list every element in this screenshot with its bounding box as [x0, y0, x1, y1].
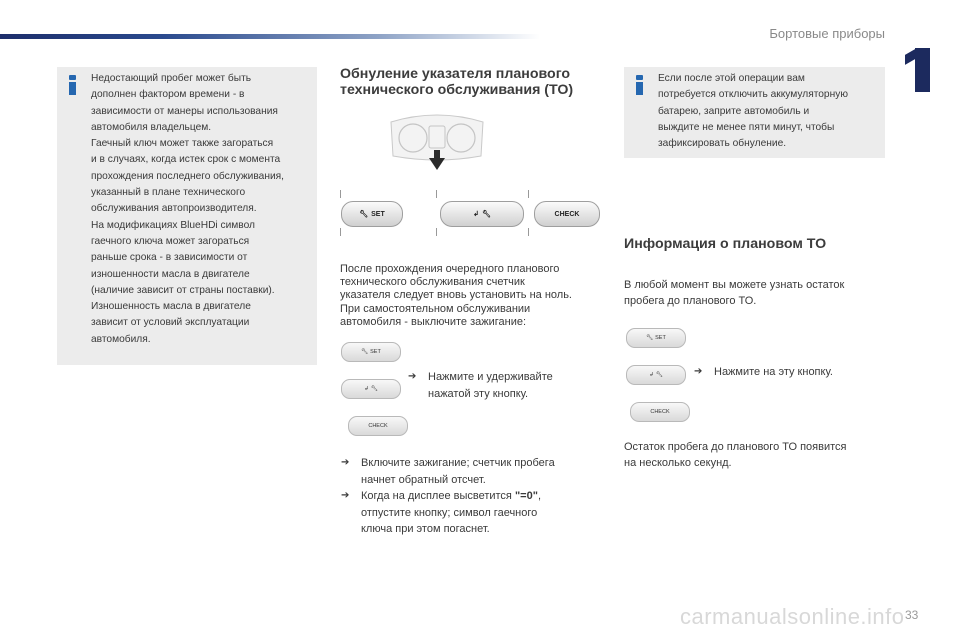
intro-line: При самостоятельном обслуживании: [340, 302, 531, 315]
page-number: 33: [905, 608, 919, 622]
note-line: обслуживания автопроизводителя.: [91, 203, 257, 215]
note-line: автомобиля владельцем.: [91, 121, 212, 133]
note-line: Недостающий пробег может быть: [91, 73, 252, 84]
return-arrow-icon: ↲: [364, 386, 369, 392]
step-text: Когда на дисплее высветится: [361, 490, 515, 502]
intro-line: пробега до планового ТО.: [624, 295, 757, 307]
step-line: ключа при этом погаснет.: [361, 523, 490, 535]
note-line: Если после этой операции вам: [658, 73, 805, 84]
reset-section-title: Обнуление указателя планового техническо…: [340, 66, 610, 98]
footer-watermark: carmanualsonline.info: [680, 604, 905, 629]
step-text: ,: [537, 490, 541, 502]
note-right-text: Если после этой операции вам потребуется…: [658, 71, 880, 152]
note-line: Изношенность масла в двигателе: [91, 301, 251, 313]
note-line: Гаечный ключ может также загораться: [91, 138, 274, 150]
button-label: CHECK: [554, 210, 580, 218]
note-left-text: Недостающий пробег может быть дополнен ф…: [91, 71, 313, 348]
step-line: Когда на дисплее высветится "=0",: [361, 488, 631, 505]
result-line: на несколько секунд.: [624, 457, 732, 469]
return-arrow-icon: ↲: [473, 211, 479, 218]
intro-line: автомобиля - выключите зажигание:: [340, 315, 527, 328]
info-step-1: ➔ Нажмите на эту кнопку.: [694, 364, 904, 381]
button-label: CHECK: [650, 409, 670, 415]
step-line: отпустите кнопку; символ гаечного: [361, 506, 538, 519]
note-line: и в случаях, когда истек срок с момента: [91, 154, 281, 166]
info-intro: В любой момент вы можете узнать остаток …: [624, 277, 886, 309]
wrench-icon: 🔧︎: [359, 211, 369, 218]
reset-step-1: ➔ Нажмите и удерживайте нажатой эту кноп…: [408, 369, 618, 402]
set-button-illustration: 🔧︎ SET: [341, 342, 401, 362]
info-icon: [69, 75, 76, 95]
bullet-arrow-icon: ➔: [408, 371, 417, 382]
button-label: SET: [655, 335, 666, 341]
title-line: технического обслуживания (ТО): [340, 82, 574, 98]
wrench-icon: 🔧︎: [646, 335, 654, 341]
section-title: Бортовые приборы: [769, 26, 885, 41]
step-line: нажатой эту кнопку.: [428, 387, 529, 400]
reset-step-3: ➔ Когда на дисплее высветится "=0", отпу…: [341, 488, 631, 538]
intro-line: После прохождения очередного планового: [340, 263, 560, 275]
note-line: На модификациях BlueHDi символ: [91, 219, 255, 231]
note-line: дополнен фактором времени - в: [91, 89, 245, 101]
wrench-icon: 🔧︎: [655, 372, 663, 378]
result-line: Остаток пробега до планового ТО появится: [624, 441, 847, 453]
info-note-right: Если после этой операции вам потребуется…: [624, 67, 885, 158]
info-note-left: Недостающий пробег может быть дополнен ф…: [57, 67, 317, 365]
note-line: выждите не менее пяти минут, чтобы: [658, 121, 835, 133]
note-line: раньше срока - в зависимости от: [91, 252, 248, 264]
note-line: зависит от условий эксплуатации: [91, 317, 250, 329]
intro-line: указателя следует вновь установить на но…: [340, 289, 572, 302]
info-section-title: Информация о плановом ТО: [624, 236, 827, 252]
note-line: гаечного ключа может загораться: [91, 235, 250, 247]
step-line: Нажмите на эту кнопку.: [714, 366, 833, 378]
intro-line: В любой момент вы можете узнать остаток: [624, 279, 845, 291]
reset-step-2: ➔ Включите зажигание; счетчик пробега на…: [341, 455, 631, 488]
set-button-large: 🔧︎ SET: [341, 201, 403, 227]
check-button-illustration: CHECK: [348, 416, 408, 436]
trip-reset-button-illustration: ↲ 🔧︎: [341, 379, 401, 399]
note-line: указанный в плане технического: [91, 187, 246, 199]
reset-intro: После прохождения очередного планового т…: [340, 263, 615, 329]
set-button-illustration: 🔧︎ SET: [626, 328, 686, 348]
info-result: Остаток пробега до планового ТО появится…: [624, 439, 886, 471]
note-line: зафиксировать обнуление.: [658, 138, 787, 150]
step-line: Включите зажигание; счетчик пробега: [361, 457, 555, 469]
step-line: начнет обратный отсчет.: [361, 473, 486, 486]
zero-value: "=0": [514, 490, 538, 502]
note-line: автомобиля.: [91, 333, 151, 345]
bullet-arrow-icon: ➔: [341, 457, 350, 468]
trip-reset-button-illustration: ↲ 🔧︎: [626, 365, 686, 385]
intro-line: технического обслуживания счетчик: [340, 276, 525, 289]
instrument-cluster-illustration: [390, 114, 484, 170]
bullet-arrow-icon: ➔: [341, 490, 350, 501]
note-line: зависимости от манеры использования: [91, 105, 278, 117]
step-line: Нажмите и удерживайте: [428, 371, 553, 383]
wrench-icon: 🔧︎: [361, 349, 369, 355]
header-gradient-bar: [0, 34, 540, 39]
check-button-illustration: CHECK: [630, 402, 690, 422]
wrench-icon: 🔧︎: [481, 211, 491, 218]
title-line: Обнуление указателя планового: [340, 66, 571, 82]
note-line: (наличие зависит от страны поставки).: [91, 284, 275, 296]
note-line: изношенности масла в двигателе: [91, 268, 250, 280]
chapter-number-badge: [901, 48, 941, 94]
trip-reset-button-large: ↲ 🔧︎: [440, 201, 524, 227]
button-row-illustration: 🔧︎ SET ↲ 🔧︎ CHECK: [338, 190, 618, 240]
check-button-large: CHECK: [534, 201, 600, 227]
button-label: SET: [371, 210, 385, 218]
button-label: CHECK: [368, 423, 388, 429]
info-icon: [636, 75, 643, 95]
note-line: батарею, заприте автомобиль и: [658, 105, 810, 117]
note-line: прохождения последнего обслуживания,: [91, 170, 285, 182]
button-label: SET: [370, 349, 381, 355]
bullet-arrow-icon: ➔: [694, 366, 703, 377]
wrench-icon: 🔧︎: [370, 386, 378, 392]
note-line: потребуется отключить аккумуляторную: [658, 89, 848, 101]
return-arrow-icon: ↲: [649, 372, 654, 378]
